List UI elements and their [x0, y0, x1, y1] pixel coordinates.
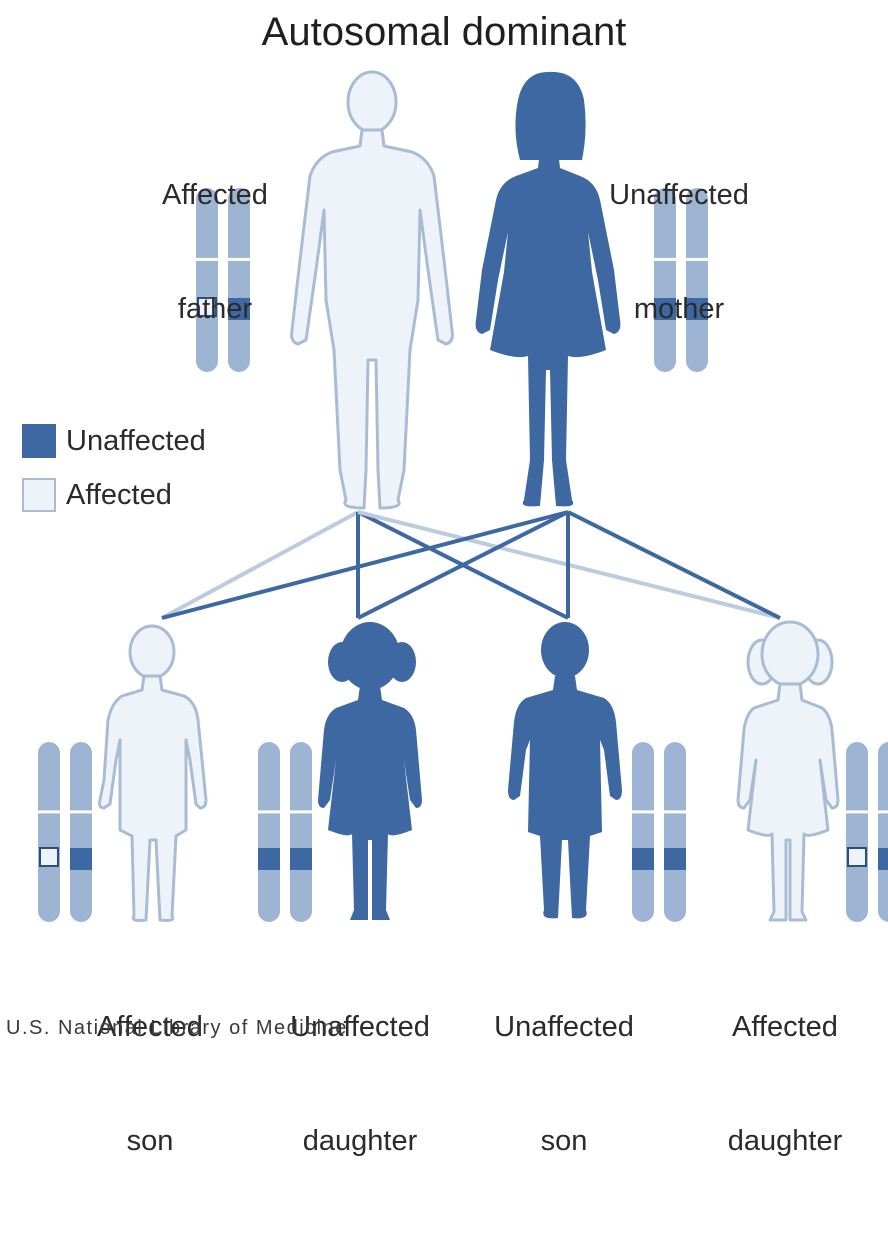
- unaffected-son-chromosomes: [632, 742, 686, 922]
- child-label-line2: daughter: [270, 1122, 450, 1160]
- chromosome: [664, 742, 686, 922]
- chromosome: [258, 742, 280, 922]
- chromosome: [632, 742, 654, 922]
- unaffected-allele-band: [632, 848, 654, 870]
- unaffected-daughter-figure: [318, 622, 422, 920]
- unaffected-son-figure: [508, 622, 622, 918]
- mother-label-line1: Unaffected: [588, 176, 770, 214]
- legend-label-affected: Affected: [66, 479, 172, 512]
- pedigree-diagram: Autosomal dominant: [0, 0, 888, 1049]
- line-mother-to-affected-son: [162, 512, 568, 618]
- child-label-line2: daughter: [700, 1122, 870, 1160]
- chromosome: [38, 742, 60, 922]
- chromosome: [70, 742, 92, 922]
- child-label-line2: son: [70, 1122, 230, 1160]
- unaffected-daughter-chromosomes: [258, 742, 312, 922]
- unaffected-allele-band: [70, 848, 92, 870]
- child-label-line2: son: [474, 1122, 654, 1160]
- chromosome: [878, 742, 888, 922]
- legend-affected: Affected: [22, 478, 172, 512]
- child-label-unaffected-daughter: Unaffected daughter: [270, 932, 450, 1236]
- credit-text: U.S. National Library of Medicine: [6, 1016, 348, 1040]
- centromere: [632, 810, 654, 813]
- centromere: [664, 810, 686, 813]
- child-label-affected-daughter: Affected daughter: [700, 932, 870, 1236]
- affected-allele-band: [848, 848, 866, 866]
- father-figure: [292, 72, 453, 508]
- mother-label: Unaffected mother: [588, 100, 770, 404]
- inheritance-lines: [162, 512, 780, 618]
- unaffected-allele-band: [258, 848, 280, 870]
- line-mother-to-affected-daughter: [568, 512, 780, 618]
- child-label-line1: Affected: [700, 1008, 870, 1046]
- father-label-line1: Affected: [140, 176, 290, 214]
- chromosome: [846, 742, 868, 922]
- father-label: Affected father: [140, 100, 290, 404]
- affected-son-figure: [100, 626, 207, 921]
- centromere: [258, 810, 280, 813]
- unaffected-allele-band: [878, 848, 888, 870]
- child-label-affected-son: Affected son: [70, 932, 230, 1236]
- legend-label-unaffected: Unaffected: [66, 425, 206, 458]
- centromere: [878, 810, 888, 813]
- legend-swatch-affected: [22, 478, 56, 512]
- unaffected-allele-band: [664, 848, 686, 870]
- line-father-to-affected-son: [162, 512, 358, 618]
- unaffected-allele-band: [290, 848, 312, 870]
- mother-label-line2: mother: [588, 290, 770, 328]
- centromere: [70, 810, 92, 813]
- father-label-line2: father: [140, 290, 290, 328]
- affected-allele-band: [40, 848, 58, 866]
- child-label-unaffected-son: Unaffected son: [474, 932, 654, 1236]
- affected-son-chromosomes: [38, 742, 92, 922]
- centromere: [38, 810, 60, 813]
- affected-daughter-chromosomes: [846, 742, 888, 922]
- legend-unaffected: Unaffected: [22, 424, 206, 458]
- centromere: [290, 810, 312, 813]
- child-label-line1: Unaffected: [474, 1008, 654, 1046]
- centromere: [846, 810, 868, 813]
- legend-swatch-unaffected: [22, 424, 56, 458]
- affected-daughter-figure: [738, 622, 838, 920]
- chromosome: [290, 742, 312, 922]
